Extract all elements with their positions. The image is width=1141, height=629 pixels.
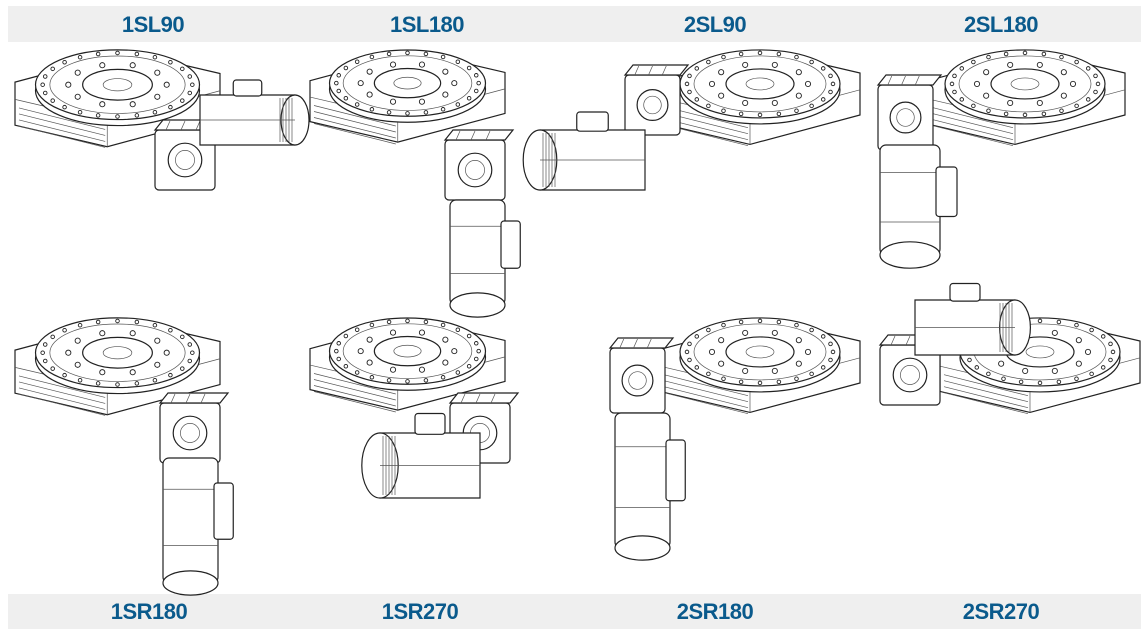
terminal-box — [414, 412, 446, 435]
gearbox — [878, 334, 950, 406]
terminal-box — [500, 220, 521, 269]
motor — [361, 412, 481, 499]
turntable-hub — [725, 336, 795, 368]
rotary-table-drawing-2sl180 — [876, 49, 1126, 269]
motor — [162, 457, 234, 596]
variant-label-2sl90: 2SL90 — [683, 12, 747, 37]
gearbox — [158, 392, 230, 464]
gearbox-flange — [621, 364, 654, 397]
gearbox — [623, 64, 690, 136]
terminal-box — [232, 79, 263, 97]
terminal-box — [949, 282, 981, 302]
rotary-table — [924, 49, 1126, 147]
rotary-table-drawing-1sr270 — [309, 317, 520, 499]
gearbox — [608, 337, 675, 414]
variant-label-1sl90: 1SL90 — [121, 12, 185, 37]
rotary-table-drawing-1sl180 — [309, 49, 521, 318]
motor — [522, 111, 646, 191]
motor-body — [879, 144, 941, 256]
variant-label-1sl180: 1SL180 — [389, 12, 465, 37]
variant-label-2sr270: 2SR270 — [962, 599, 1040, 624]
turntable-hub — [82, 336, 153, 369]
gearbox — [443, 129, 515, 201]
turntable-hub — [990, 68, 1060, 100]
motor — [879, 144, 958, 269]
rotary-table-drawing-1sr180 — [14, 317, 234, 596]
rotary-table-drawing-2sr180 — [608, 317, 861, 561]
motor-body — [449, 199, 506, 306]
rotary-table — [14, 49, 221, 148]
gearbox-flange — [457, 152, 493, 188]
motor — [614, 412, 686, 561]
turntable-hub — [725, 68, 795, 100]
turntable-hub — [373, 67, 442, 99]
rotary-table — [659, 49, 861, 147]
gearbox-flange — [636, 88, 669, 121]
rotary-table-drawing-1sl90 — [14, 49, 310, 191]
turntable-hub — [82, 68, 153, 101]
variant-label-2sr180: 2SR180 — [676, 599, 754, 624]
gearbox — [876, 74, 943, 151]
bottom-label-band: 1SR180 1SR270 2SR180 2SR270 — [8, 594, 1141, 629]
top-label-band: 1SL90 1SL180 2SL90 2SL180 — [8, 6, 1141, 42]
rotary-table-drawing-2sl90 — [522, 49, 861, 191]
turntable-hub — [373, 335, 442, 367]
terminal-box — [665, 439, 686, 502]
terminal-box — [213, 482, 234, 540]
terminal-box — [576, 111, 609, 132]
motor — [914, 282, 1032, 356]
variant-label-1sr180: 1SR180 — [110, 599, 188, 624]
rotary-table — [309, 317, 506, 413]
gearbox-flange — [167, 142, 203, 178]
motor-body — [614, 412, 671, 549]
rotary-table — [309, 49, 506, 145]
motor — [199, 79, 310, 146]
rotary-table-drawing-2sr270 — [878, 282, 1141, 415]
variant-label-2sl180: 2SL180 — [963, 12, 1039, 37]
gearbox-flange — [892, 357, 928, 393]
motor-body — [162, 457, 219, 584]
variant-label-1sr270: 1SR270 — [381, 599, 459, 624]
gearbox-flange — [889, 101, 922, 134]
motor — [449, 199, 521, 318]
gearbox-flange — [172, 415, 208, 451]
terminal-box — [935, 166, 958, 218]
rotary-table — [14, 317, 221, 416]
rotary-table — [659, 317, 861, 415]
